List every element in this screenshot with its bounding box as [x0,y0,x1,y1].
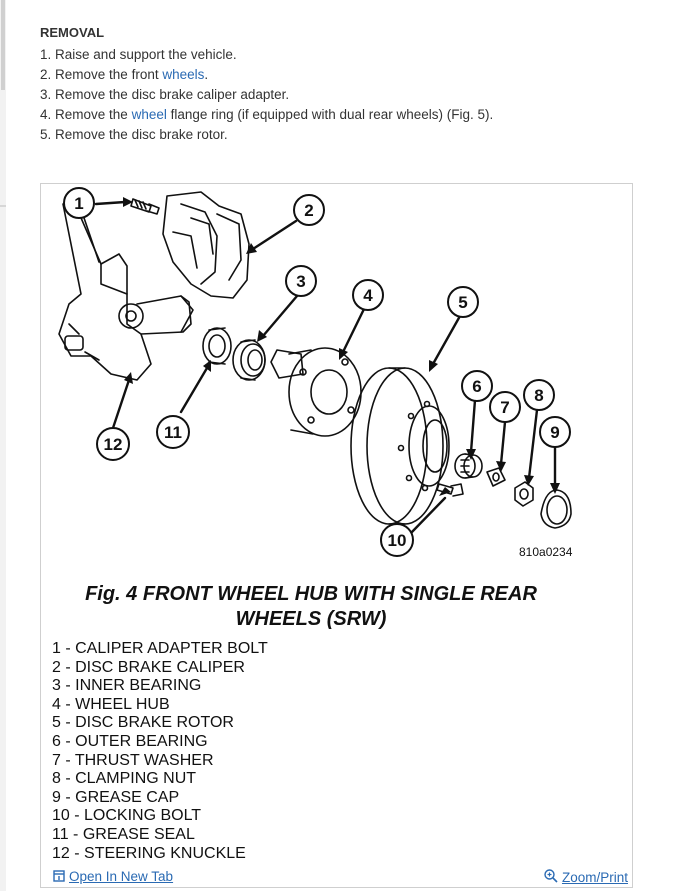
step-text: Remove the disc brake rotor. [55,127,228,142]
figure-caption: Fig. 4 FRONT WHEEL HUB WITH SINGLE REAR … [41,582,581,632]
svg-text:1: 1 [74,194,83,213]
outer-bearing-drawing [454,453,483,479]
callout-1: 1 [63,187,95,219]
grease-seal-drawing [202,327,232,365]
step-number: 1. [40,47,52,62]
scroll-thumb[interactable] [1,0,5,90]
callout-12: 12 [96,427,130,461]
legend-item: 9 - GREASE CAP [52,788,180,806]
legend-item: 11 - GREASE SEAL [52,825,195,843]
step-3: 3. Remove the disc brake caliper adapter… [40,85,493,105]
zoom-print-label: Zoom/Print [561,870,628,885]
figure-footer: Open In New Tab Zoom/Print [41,867,632,887]
section-title: REMOVAL [40,25,105,40]
callout-6: 6 [461,370,493,402]
zoom-in-icon [544,869,558,883]
open-in-new-tab-label: Open In New Tab [69,869,174,884]
step-number: 5. [40,127,52,142]
step-1: 1. Raise and support the vehicle. [40,45,493,65]
legend-item: 7 - THRUST WASHER [52,751,214,769]
legend-item: 5 - DISC BRAKE ROTOR [52,714,234,732]
callout-9: 9 [539,416,571,448]
disc-brake-caliper-drawing [162,191,250,299]
wheel-hub-drawing [270,347,362,437]
svg-text:9: 9 [550,423,559,442]
removal-steps: 1. Raise and support the vehicle. 2. Rem… [40,45,493,145]
legend-item: 8 - CLAMPING NUT [52,770,197,788]
external-tab-icon [53,870,65,882]
svg-text:4: 4 [363,286,373,305]
step-text-end: . [204,67,209,82]
grease-cap-drawing [540,489,572,529]
svg-text:3: 3 [296,272,305,291]
figure-container: 1 2 3 4 5 6 7 8 9 10 11 12 810a0234 Fig.… [40,183,633,888]
callout-4: 4 [352,279,384,311]
hub-exploded-diagram: 1 2 3 4 5 6 7 8 9 10 11 12 810a0234 [58,187,573,559]
open-in-new-tab-link[interactable]: Open In New Tab [53,869,173,884]
svg-text:5: 5 [458,293,467,312]
locking-bolt-drawing [436,483,464,497]
step-text: Remove the front [55,67,163,82]
step-text: Remove the [55,107,132,122]
callout-10: 10 [380,523,414,557]
callout-8: 8 [523,379,555,411]
step-text-end: flange ring (if equipped with dual rear … [166,107,494,122]
clamping-nut-drawing [514,481,534,507]
callout-leaders [94,200,557,536]
svg-text:10: 10 [388,531,407,550]
step-2: 2. Remove the front wheels. [40,65,493,85]
svg-text:11: 11 [164,423,182,442]
thrust-washer-drawing [486,467,506,487]
caption-line-2: WHEELS (SRW) [235,608,387,630]
callout-2: 2 [293,194,325,226]
legend-item: 6 - OUTER BEARING [52,732,208,750]
step-number: 4. [40,107,52,122]
wheels-link[interactable]: wheels [162,67,205,82]
disc-brake-rotor-drawing [350,367,450,525]
legend-item: 2 - DISC BRAKE CALIPER [52,658,245,676]
callout-5: 5 [447,286,479,318]
legend-item: 1 - CALIPER ADAPTER BOLT [52,640,268,657]
legend-item: 10 - LOCKING BOLT [52,807,202,825]
caption-line-1: Fig. 4 FRONT WHEEL HUB WITH SINGLE REAR [85,583,537,605]
callout-3: 3 [285,265,317,297]
step-text: Raise and support the vehicle. [55,47,237,62]
svg-text:12: 12 [104,435,123,454]
svg-text:2: 2 [304,201,313,220]
inner-bearing-drawing [232,339,266,381]
legend-item: 4 - WHEEL HUB [52,695,170,713]
left-scroll-rail[interactable] [0,0,6,891]
step-number: 3. [40,87,52,102]
zoom-print-link[interactable]: Zoom/Print [544,869,628,885]
legend-item: 12 - STEERING KNUCKLE [52,844,246,862]
step-4: 4. Remove the wheel flange ring (if equi… [40,105,493,125]
step-number: 2. [40,67,52,82]
caliper-adapter-bolt-drawing [130,198,160,215]
svg-text:7: 7 [500,398,509,417]
image-code: 810a0234 [519,545,573,559]
step-text: Remove the disc brake caliper adapter. [55,87,290,102]
svg-text:6: 6 [472,377,481,396]
wheel-link[interactable]: wheel [131,107,167,122]
svg-text:8: 8 [534,386,543,405]
callout-11: 11 [156,415,190,449]
callout-7: 7 [489,391,521,423]
rail-tick [0,205,6,207]
steering-knuckle-drawing [58,203,194,381]
callout-arrowheads [123,197,560,496]
legend-item: 3 - INNER BEARING [52,677,202,695]
step-5: 5. Remove the disc brake rotor. [40,125,493,145]
figure-legend: 1 - CALIPER ADAPTER BOLT 2 - DISC BRAKE … [52,640,268,863]
